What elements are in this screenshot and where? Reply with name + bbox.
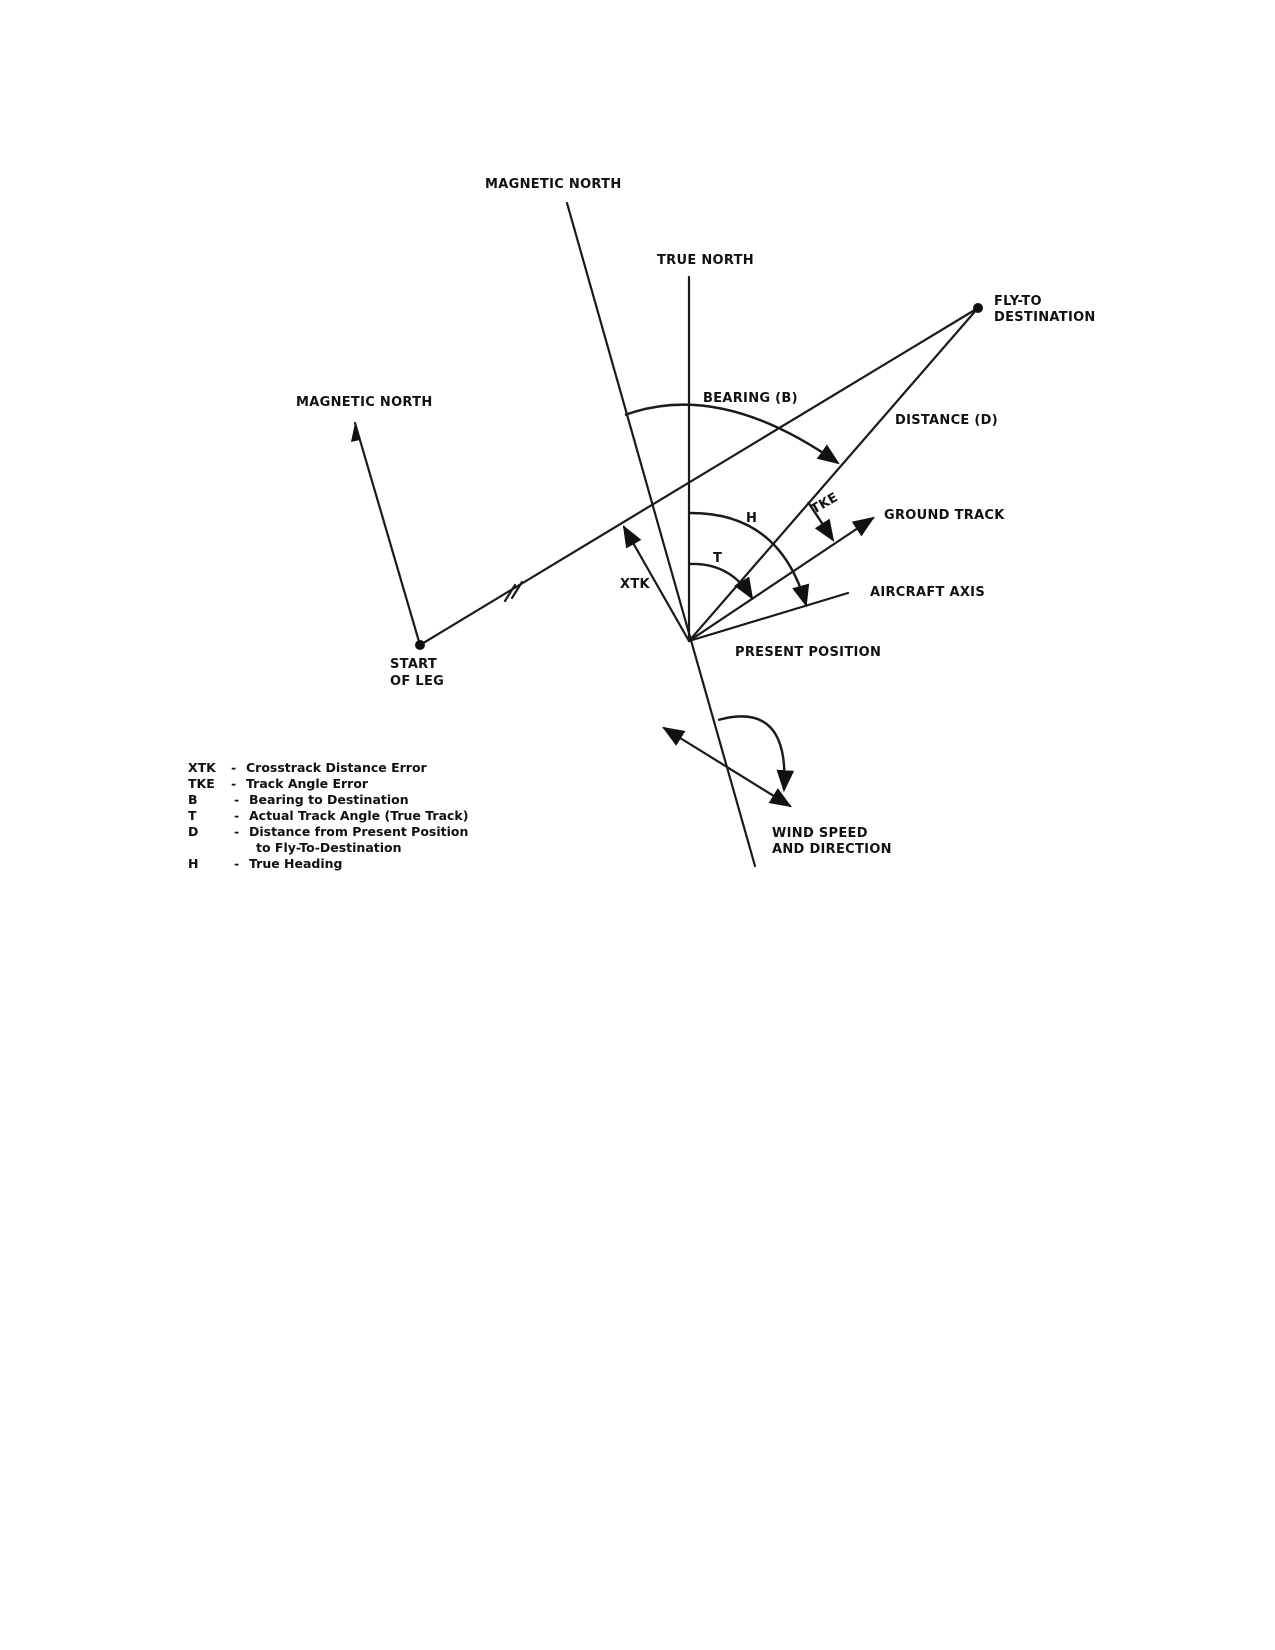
start-label: START (390, 657, 437, 672)
ground-track-label: GROUND TRACK (884, 508, 1005, 523)
legend-abbr: H (188, 856, 198, 871)
legend-abbr: D (188, 824, 198, 839)
start-magnetic-north-arrowhead (351, 423, 360, 442)
and-direction-label: AND DIRECTION (772, 842, 892, 857)
legend-row: H - True Heading (188, 856, 343, 871)
legend-sep: - (234, 856, 239, 871)
legend-sep: - (234, 792, 239, 807)
fly-to-destination-point (973, 303, 983, 313)
legend-text: Bearing to Destination (249, 792, 409, 807)
tke-arc (807, 501, 835, 542)
of-leg-label: OF LEG (390, 674, 444, 689)
legend-row: TKE - Track Angle Error (188, 776, 369, 791)
legend-sep: - (231, 760, 236, 775)
wind-direction-arc (717, 715, 795, 793)
track-angle-arc (688, 562, 754, 600)
magnetic-north-top-label: MAGNETIC NORTH (485, 177, 622, 192)
legend-row: XTK - Crosstrack Distance Error (188, 760, 428, 775)
legend-text: True Heading (249, 856, 343, 871)
destination-label: DESTINATION (994, 310, 1096, 325)
xtk-label: XTK (620, 577, 650, 592)
true-north-label: TRUE NORTH (657, 253, 754, 268)
wind-speed-label: WIND SPEED (772, 826, 868, 841)
xtk-arrow (622, 525, 691, 643)
legend-sep: - (231, 776, 236, 791)
legend-text: Distance from Present Position (249, 824, 468, 839)
legend-row: T - Actual Track Angle (True Track) (188, 808, 468, 823)
legend-text: Track Angle Error (246, 776, 369, 791)
line-break-mark (510, 580, 524, 600)
ground-track-line (687, 516, 875, 643)
distance-label: DISTANCE (D) (895, 413, 998, 428)
line-break-mark (503, 583, 517, 603)
legend-abbr: T (188, 808, 197, 823)
bearing-label: BEARING (B) (703, 391, 798, 406)
magnetic-north-left-label: MAGNETIC NORTH (296, 395, 433, 410)
legend-text: Actual Track Angle (True Track) (249, 808, 468, 823)
legend-abbr: XTK (188, 760, 217, 775)
heading-label: H (746, 511, 757, 526)
present-position-label: PRESENT POSITION (735, 645, 881, 660)
start-magnetic-north-line (353, 421, 422, 647)
legend-text-continued: to Fly-To-Destination (256, 840, 402, 855)
start-of-leg-point (415, 640, 425, 650)
legend-abbr: B (188, 792, 198, 807)
aircraft-axis-line (687, 591, 850, 643)
legend-abbr: TKE (188, 776, 215, 791)
legend-row: D - Distance from Present Position to Fl… (188, 824, 468, 855)
bearing-arc (624, 403, 840, 465)
legend-text: Crosstrack Distance Error (246, 760, 428, 775)
legend: XTK - Crosstrack Distance Error TKE - Tr… (188, 760, 468, 871)
tke-label: TKE (809, 490, 841, 517)
wind-vector (662, 726, 792, 808)
track-angle-label: T (713, 551, 722, 566)
fly-to-label: FLY-TO (994, 294, 1042, 309)
legend-row: B - Bearing to Destination (188, 792, 409, 807)
aircraft-axis-label: AIRCRAFT AXIS (870, 585, 985, 600)
legend-sep: - (234, 824, 239, 839)
legend-sep: - (234, 808, 239, 823)
heading-arc (688, 511, 810, 608)
